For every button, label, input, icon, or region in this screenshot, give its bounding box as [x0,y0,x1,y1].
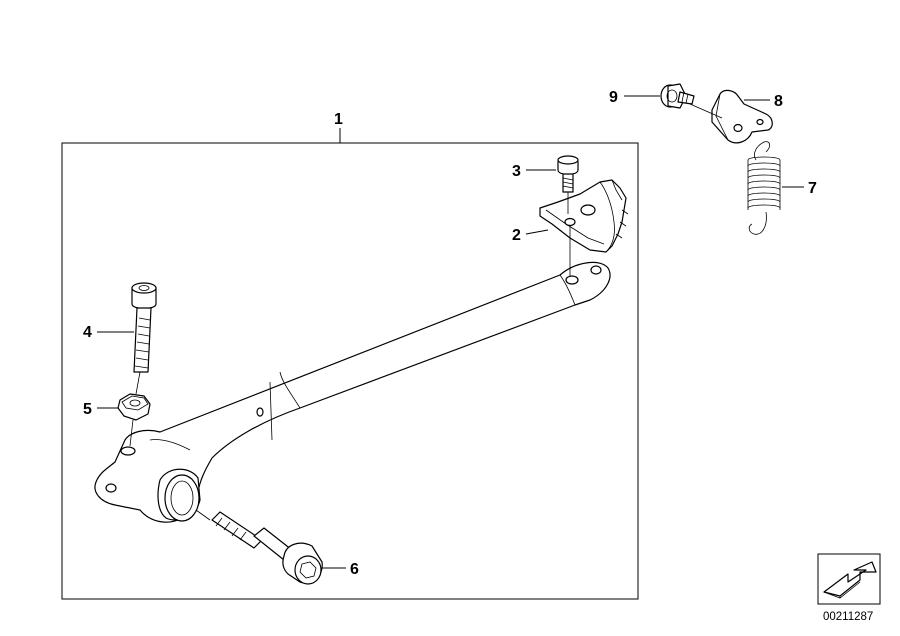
document-number: 00211287 [823,611,873,623]
callout-1: 1 [334,111,343,128]
callout-8: 8 [744,93,783,110]
callout-7: 7 [782,180,817,197]
long-bolt [131,282,157,373]
pedal-lever [94,261,611,523]
callout-4: 4 [83,324,134,341]
shoulder-bolt [211,511,323,585]
assembly-frame [61,142,639,600]
callout-2-label: 2 [512,227,521,244]
callout-1-label: 1 [334,111,343,128]
callout-5: 5 [83,401,118,418]
callout-3-label: 3 [512,163,521,180]
bracket [711,89,773,144]
callout-6-label: 6 [350,561,359,578]
callout-9: 9 [609,89,660,106]
callout-4-label: 4 [83,324,92,341]
footrest-plate [539,179,629,253]
callout-3: 3 [512,163,556,180]
callout-9-label: 9 [609,89,618,106]
callout-5-label: 5 [83,401,92,418]
hex-nut [117,393,151,421]
tension-spring [747,141,781,235]
orientation-arrow-icon [817,553,881,605]
callout-7-label: 7 [808,180,817,197]
flange-screw [660,83,695,109]
callout-8-label: 8 [774,93,783,110]
callout-6: 6 [322,561,359,578]
callout-2: 2 [512,227,549,244]
small-screw [557,155,579,193]
